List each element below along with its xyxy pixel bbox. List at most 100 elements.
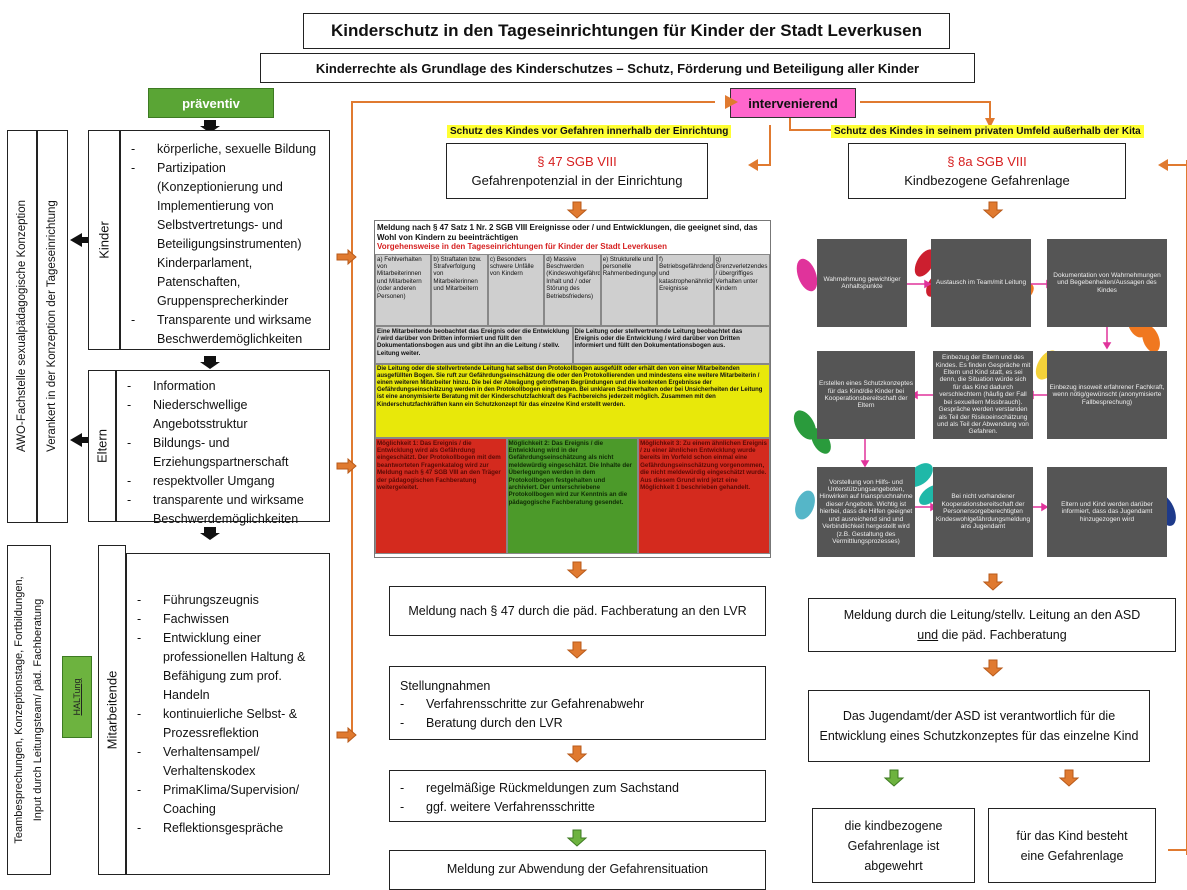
list-item: Beschwerdemöglichkeiten xyxy=(157,332,303,346)
list-item: Befähigung zum prof. xyxy=(163,669,282,683)
mitarbeitende-label: Mitarbeitende xyxy=(104,670,120,750)
mid-box4: Meldung zur Abwendung der Gefahrensituat… xyxy=(389,850,766,890)
right-box1-b: und die päd. Fachberatung xyxy=(917,625,1066,645)
list-item: ggf. weitere Verfahrensschritte xyxy=(390,798,765,817)
process-step: Dokumentation von Wahrnehmungen und Bege… xyxy=(1047,239,1167,327)
list-item: (Konzeptionierung und xyxy=(157,180,283,194)
table-col-header: e) Strukturelle und personelle Rahmenbed… xyxy=(600,253,658,326)
table-row3: Die Leitung oder die stellvertretende Le… xyxy=(375,363,770,438)
team-side-box xyxy=(7,545,51,875)
list-item: körperliche, sexuelle Bildung xyxy=(121,140,329,159)
row2-left: Eine Mitarbeitende beobachtet das Ereign… xyxy=(375,325,573,364)
kinder-label-box xyxy=(88,130,120,350)
table-head-text: Meldung nach § 47 Satz 1 Nr. 2 SGB VIII … xyxy=(377,223,758,242)
table-col-header: c) Besonders schwere Unfälle von Kindern xyxy=(487,253,545,326)
list-item: PrimaKlima/Supervision/ xyxy=(127,781,329,800)
right-box1-b-text: die päd. Fachberatung xyxy=(938,628,1067,642)
awo-side-box xyxy=(7,130,37,523)
verankert-side-box xyxy=(37,130,68,523)
list-item: Prozessreflektion xyxy=(163,726,259,740)
list-item: Handeln xyxy=(163,688,210,702)
moeglichkeit-1: Möglichkeit 1: Das Ereignis / die Entwic… xyxy=(375,437,507,554)
moeglichkeit-2: Möglichkeit 2: Das Ereignis / die Entwic… xyxy=(506,437,639,554)
mid-box3: regelmäßige Rückmeldungen zum Sachstandg… xyxy=(389,770,766,822)
right-law: § 8a SGB VIII xyxy=(947,154,1027,169)
list-item: transparente und wirksame xyxy=(117,491,329,510)
list-item: regelmäßige Rückmeldungen zum Sachstand xyxy=(390,779,765,798)
moeglichkeit-3: Möglichkeit 3: Zu einem ähnlichen Ereign… xyxy=(638,437,770,554)
list-item: Coaching xyxy=(163,802,216,816)
list-item: Transparente und wirksame xyxy=(121,311,329,330)
process-step: Wahrnehmung gewichtiger Anhaltspunkte xyxy=(817,239,907,327)
table-col-header: g) Grenzverletzendes / übergriffiges Ver… xyxy=(713,253,770,326)
list-item: Verfahrensschritte zur Gefahrenabwehr xyxy=(390,695,765,714)
praeventiv-label: präventiv xyxy=(148,88,274,118)
kinder-list-box: körperliche, sexuelle BildungPartizipati… xyxy=(120,130,330,350)
page-title: Kinderschutz in den Tageseinrichtungen f… xyxy=(303,13,950,49)
mid-box1: Meldung nach § 47 durch die päd. Fachber… xyxy=(389,586,766,636)
table-col-header: d) Massive Beschwerden (Kindeswohlgefähr… xyxy=(544,253,601,326)
list-item: Erziehungspartnerschaft xyxy=(153,455,289,469)
table-head: Meldung nach § 47 Satz 1 Nr. 2 SGB VIII … xyxy=(375,221,770,254)
meldung-table: Meldung nach § 47 Satz 1 Nr. 2 SGB VIII … xyxy=(374,220,771,558)
process-flow: Wahrnehmung gewichtiger Anhaltspunkte Au… xyxy=(785,225,1185,585)
right-yellow-heading: Schutz des Kindes in seinem privaten Umf… xyxy=(831,125,1144,138)
intervenierend-label: intervenierend xyxy=(730,88,856,118)
haltung-box xyxy=(62,656,92,738)
haltung-label: HALTung xyxy=(72,678,82,716)
list-item: respektvoller Umgang xyxy=(117,472,329,491)
list-item: Partizipation xyxy=(121,159,329,178)
right-law-sub: Kindbezogene Gefahrenlage xyxy=(904,173,1070,188)
table-row4: Möglichkeit 1: Das Ereignis / die Entwic… xyxy=(375,437,770,554)
table-head-red: Vorgehensweise in den Tageseinrichtungen… xyxy=(377,242,667,251)
process-step: Erstellen eines Schutzkonzeptes für das … xyxy=(817,351,915,439)
kinder-list: körperliche, sexuelle BildungPartizipati… xyxy=(121,140,329,349)
right-box4: für das Kind besteht eine Gefahrenlage xyxy=(988,808,1156,883)
list-item: professionellen Haltung & xyxy=(163,650,306,664)
table-col-header: b) Straftaten bzw. Strafverfolgung von M… xyxy=(431,253,488,326)
right-box1: Meldung durch die Leitung/stellv. Leitun… xyxy=(808,598,1176,652)
table-cols: a) Fehlverhalten von Mitarbeiterinnen un… xyxy=(375,253,770,326)
list-item: Kinderparlament, xyxy=(157,256,253,270)
list-item: Entwicklung einer xyxy=(127,629,329,648)
list-item: Verhaltensampel/ xyxy=(127,743,329,762)
eltern-label: Eltern xyxy=(94,429,110,463)
list-item: Patenschaften, xyxy=(157,275,241,289)
list-item: Bildungs- und xyxy=(117,434,329,453)
table-col-header: f) Betriebsgefährdende und katastrophenä… xyxy=(657,253,714,326)
right-box1-a: Meldung durch die Leitung/stellv. Leitun… xyxy=(843,608,1141,622)
right-box1-und: und xyxy=(917,628,939,642)
mid-law: § 47 SGB VIII xyxy=(537,154,617,169)
table-col-header: a) Fehlverhalten von Mitarbeiterinnen un… xyxy=(375,253,432,326)
process-step: Einbezug insoweit erfahrener Fachkraft, … xyxy=(1047,351,1167,439)
list-item: Beschwerdemöglichkeiten xyxy=(153,512,299,526)
list-item: Information xyxy=(117,377,329,396)
mid-box2-title: Stellungnahmen xyxy=(400,679,491,693)
verankert-label: Verankert in der Konzeption der Tagesein… xyxy=(46,200,58,452)
list-item: Beteiligungsinstrumenten) xyxy=(157,237,302,251)
list-item: Implementierung von xyxy=(157,199,274,213)
list-item: kontinuierliche Selbst- & xyxy=(127,705,329,724)
eltern-label-box xyxy=(88,370,116,522)
list-item: Selbstvertretungs- und xyxy=(157,218,283,232)
awo-label: AWO-Fachstelle sexualpädagogische Konzep… xyxy=(16,199,28,453)
kinder-label: Kinder xyxy=(96,221,112,259)
mid-yellow-heading: Schutz des Kindes vor Gefahren innerhalb… xyxy=(447,125,732,138)
list-item: Angebotsstruktur xyxy=(153,417,248,431)
process-step: Eltern und Kind werden darüber informier… xyxy=(1047,467,1167,557)
list-item: Gruppensprecherkinder xyxy=(157,294,289,308)
process-step: Bei nicht vorhandener Kooperationsbereit… xyxy=(933,467,1033,557)
mid-box2: Stellungnahmen Verfahrensschritte zur Ge… xyxy=(389,666,766,740)
mid-box2-list: Verfahrensschritte zur GefahrenabwehrBer… xyxy=(390,695,765,733)
mid-box3-list: regelmäßige Rückmeldungen zum Sachstandg… xyxy=(390,779,765,817)
mitarbeitende-label-box xyxy=(98,545,126,875)
table-row2: Eine Mitarbeitende beobachtet das Ereign… xyxy=(375,325,770,364)
eltern-list: InformationNiederschwelligeAngebotsstruk… xyxy=(117,377,329,529)
eltern-list-box: InformationNiederschwelligeAngebotsstruk… xyxy=(116,370,330,526)
list-item: Beratung durch den LVR xyxy=(390,714,765,733)
process-step: Vorstellung von Hilfs- und Unterstützung… xyxy=(817,467,915,557)
row2-right: Die Leitung oder stellvertretende Leitun… xyxy=(572,325,770,364)
team-label-1: Teambesprechungen, Konzeptionstage, Fort… xyxy=(13,576,25,844)
list-item: Verhaltenskodex xyxy=(163,764,256,778)
